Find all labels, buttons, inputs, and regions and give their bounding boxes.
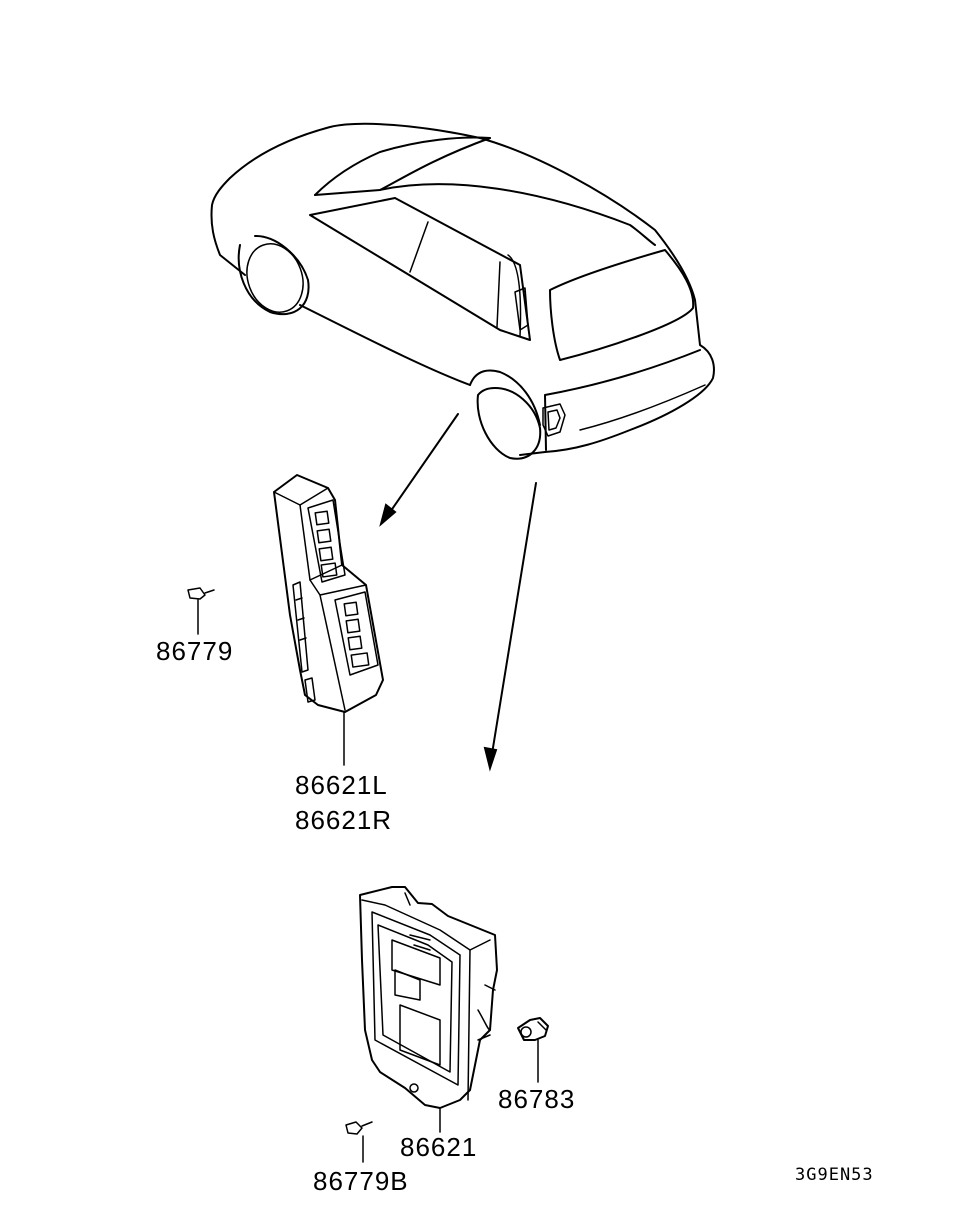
lamp-housing-icon <box>359 886 498 1109</box>
screw-icon <box>187 587 215 635</box>
part-label-86621R: 86621R <box>295 805 392 835</box>
part-label-86779B: 86779B <box>313 1166 409 1196</box>
screw-b-icon <box>345 1121 373 1163</box>
part-label-86621: 86621 <box>400 1132 477 1162</box>
nut-icon <box>517 1017 549 1083</box>
car-icon <box>210 122 715 460</box>
arrow-to-lamp-housing <box>483 482 537 772</box>
rear-combination-lamp-icon <box>273 474 384 713</box>
reference-code: 3G9EN53 <box>795 1165 874 1185</box>
part-label-86783: 86783 <box>498 1084 575 1114</box>
part-label-86621L: 86621L <box>295 770 388 800</box>
part-label-86779: 86779 <box>156 636 233 666</box>
arrow-to-side-lamp <box>379 413 459 527</box>
rear-lamp-on-car-icon <box>542 403 566 437</box>
